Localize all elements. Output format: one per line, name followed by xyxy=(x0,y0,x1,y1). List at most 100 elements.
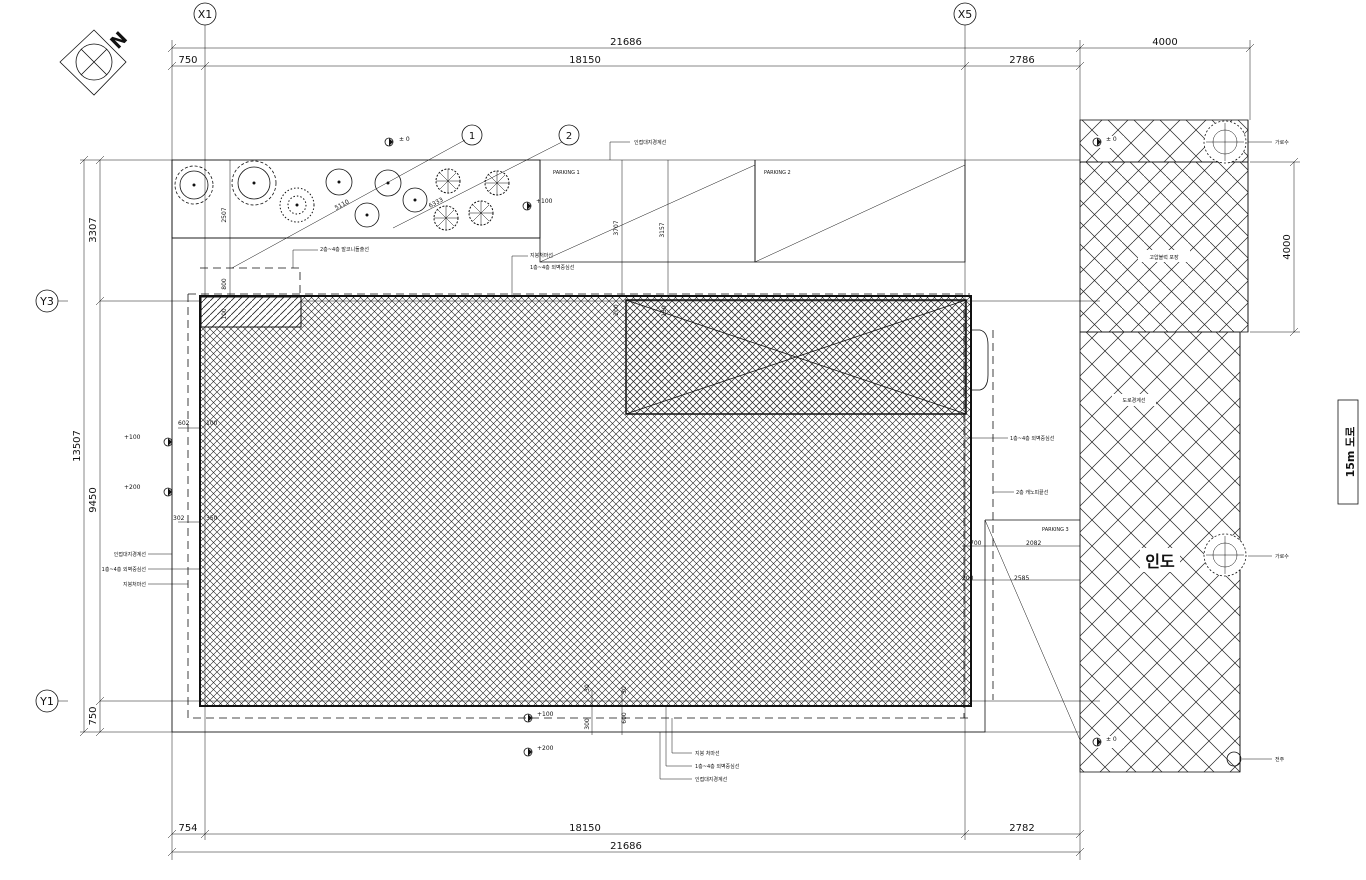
grid-label-x5: X5 xyxy=(958,8,973,21)
dim-left-overall: 13507 xyxy=(72,430,83,462)
dim-602: 602 xyxy=(178,420,190,427)
level-road-top: ± 0 xyxy=(1106,136,1117,143)
note-sidewalk: 인도 xyxy=(1145,552,1175,571)
note-setback-top: 인접대지경계선 xyxy=(634,139,667,146)
callout-1: 1 xyxy=(231,124,483,269)
dim-350: 350 xyxy=(206,515,218,522)
sidewalk-zone: 고압블럭 포장 도로경계선 인도 ± 0 ± 0 가로수 가로수 전주 xyxy=(1079,119,1289,773)
level-left-2: +200 xyxy=(124,484,141,491)
balcony-outline xyxy=(200,267,301,296)
note-roof-edge-top: 지붕처마선 xyxy=(530,252,553,259)
dim-800: 800 xyxy=(221,278,228,290)
level-top: ± 0 xyxy=(399,136,410,143)
note-left-roof: 지붕처마선 xyxy=(123,581,146,588)
dim-left-mid: 9450 xyxy=(88,487,99,512)
dim-right-block: 4000 xyxy=(1282,234,1293,259)
note-road-boundary: 도로경계선 xyxy=(1122,397,1145,404)
level-left-2-marker: +200 xyxy=(124,484,173,497)
note-pole: 전주 xyxy=(1275,756,1285,763)
shrub-4 xyxy=(468,200,494,226)
tree-circle-4 xyxy=(402,187,428,213)
dim-2585: 2585 xyxy=(1014,575,1029,582)
road-name: 15m 도로 xyxy=(1344,427,1357,478)
dim-2507: 2507 xyxy=(221,207,228,222)
level-left-1-marker: +100 xyxy=(124,434,173,447)
tree-dotted xyxy=(279,187,315,223)
grid-label-x1: X1 xyxy=(198,8,213,21)
shrub-1 xyxy=(435,168,461,194)
dim-30b: 30 xyxy=(621,686,628,694)
dim-200b: 200 xyxy=(962,575,974,582)
level-road-bottom-marker: ± 0 xyxy=(1088,736,1124,748)
dim-left-bottom: 750 xyxy=(88,706,99,725)
tree-circle-3 xyxy=(354,202,380,228)
level-left-1: +100 xyxy=(124,434,141,441)
street-tree-1 xyxy=(1203,120,1247,164)
note-balcony: 2층~4층 발코니돌출선 xyxy=(320,246,369,253)
dim-3157: 3157 xyxy=(659,222,666,237)
level-garden-marker: +100 xyxy=(522,198,553,211)
tree-gear-1 xyxy=(174,165,214,205)
dim-3707: 3707 xyxy=(613,220,620,235)
garden-strip xyxy=(171,159,541,239)
note-bottom-roof: 지붕 처마선 xyxy=(695,750,720,757)
level-road-top-marker: ± 0 xyxy=(1088,136,1124,148)
level-bottom-2-marker: +200 xyxy=(523,745,554,757)
bottom-dimensions: 754 18150 2782 21686 xyxy=(167,823,1085,857)
dim-600: 600 xyxy=(621,712,628,724)
level-road-bottom: ± 0 xyxy=(1106,736,1117,743)
level-top-marker: ± 0 xyxy=(384,136,410,147)
parking-3-label: PARKING 3 xyxy=(1042,527,1069,533)
parking-1: PARKING 1 xyxy=(539,160,756,263)
shrub-2 xyxy=(484,170,510,196)
street-tree-2 xyxy=(1203,533,1247,577)
local-dimensions: 2507 800 100 3707 200 3157 150 602 100 3… xyxy=(173,160,1080,735)
dim-left-top: 3307 xyxy=(88,217,99,242)
dim-200a: 200 xyxy=(613,304,620,316)
dim-300: 300 xyxy=(584,718,591,730)
level-bottom-1: +100 xyxy=(537,711,554,718)
tree-circle-2 xyxy=(374,169,402,197)
dim-top-left: 750 xyxy=(178,55,197,66)
level-markers: ± 0 +100 +100 +200 +100 +200 xyxy=(124,136,554,757)
dim-100a: 100 xyxy=(221,308,228,320)
dim-5110: 5110 xyxy=(334,198,351,211)
dim-302: 302 xyxy=(173,515,185,522)
grid-label-y3: Y3 xyxy=(39,295,54,308)
parking-2-label: PARKING 2 xyxy=(764,170,791,176)
callout-1-label: 1 xyxy=(469,131,475,142)
tree-gear-2 xyxy=(231,160,277,206)
road-name-tag: 15m 도로 xyxy=(1337,399,1359,505)
callout-2: 2 xyxy=(392,124,580,229)
parking-3: PARKING 3 xyxy=(984,519,1081,741)
utility-pole xyxy=(1226,751,1242,767)
grid-bubble-x1: X1 xyxy=(193,2,217,34)
grid-bubble-y3: Y3 xyxy=(35,289,68,313)
building-footprint xyxy=(199,295,989,707)
right-dimensions: 4000 xyxy=(1250,157,1300,337)
north-label: N xyxy=(106,28,132,54)
note-left-wall: 1층~4층 외벽중심선 xyxy=(102,566,147,573)
dim-bottom-middle: 18150 xyxy=(569,823,601,834)
tree-circle-1 xyxy=(325,168,353,196)
dim-2082: 2082 xyxy=(1026,540,1041,547)
dim-top-middle: 18150 xyxy=(569,55,601,66)
note-left-setback: 인접대지경계선 xyxy=(114,551,147,558)
dim-6333: 6333 xyxy=(428,196,445,209)
note-wall-top: 1층~4층 외벽중심선 xyxy=(530,264,575,271)
dim-100b: 100 xyxy=(206,420,218,427)
note-canopy: 2층 캐노피끝선 xyxy=(1016,489,1049,496)
parking-2: PARKING 2 xyxy=(754,160,966,263)
dim-30a: 30 xyxy=(584,684,591,692)
parking-1-label: PARKING 1 xyxy=(553,170,580,176)
note-wall-right: 1층~4층 외벽중심선 xyxy=(1010,435,1055,442)
note-street-tree-1: 가로수 xyxy=(1275,139,1289,146)
left-dimensions: 13507 3307 9450 750 xyxy=(72,155,105,737)
shrub-3 xyxy=(433,205,459,231)
top-dimensions: 21686 4000 750 18150 2786 xyxy=(167,37,1255,71)
grid-bubble-x5: X5 xyxy=(953,2,977,34)
dim-bottom-left: 754 xyxy=(178,823,197,834)
grid-label-y1: Y1 xyxy=(39,695,54,708)
north-arrow: N xyxy=(59,28,132,96)
